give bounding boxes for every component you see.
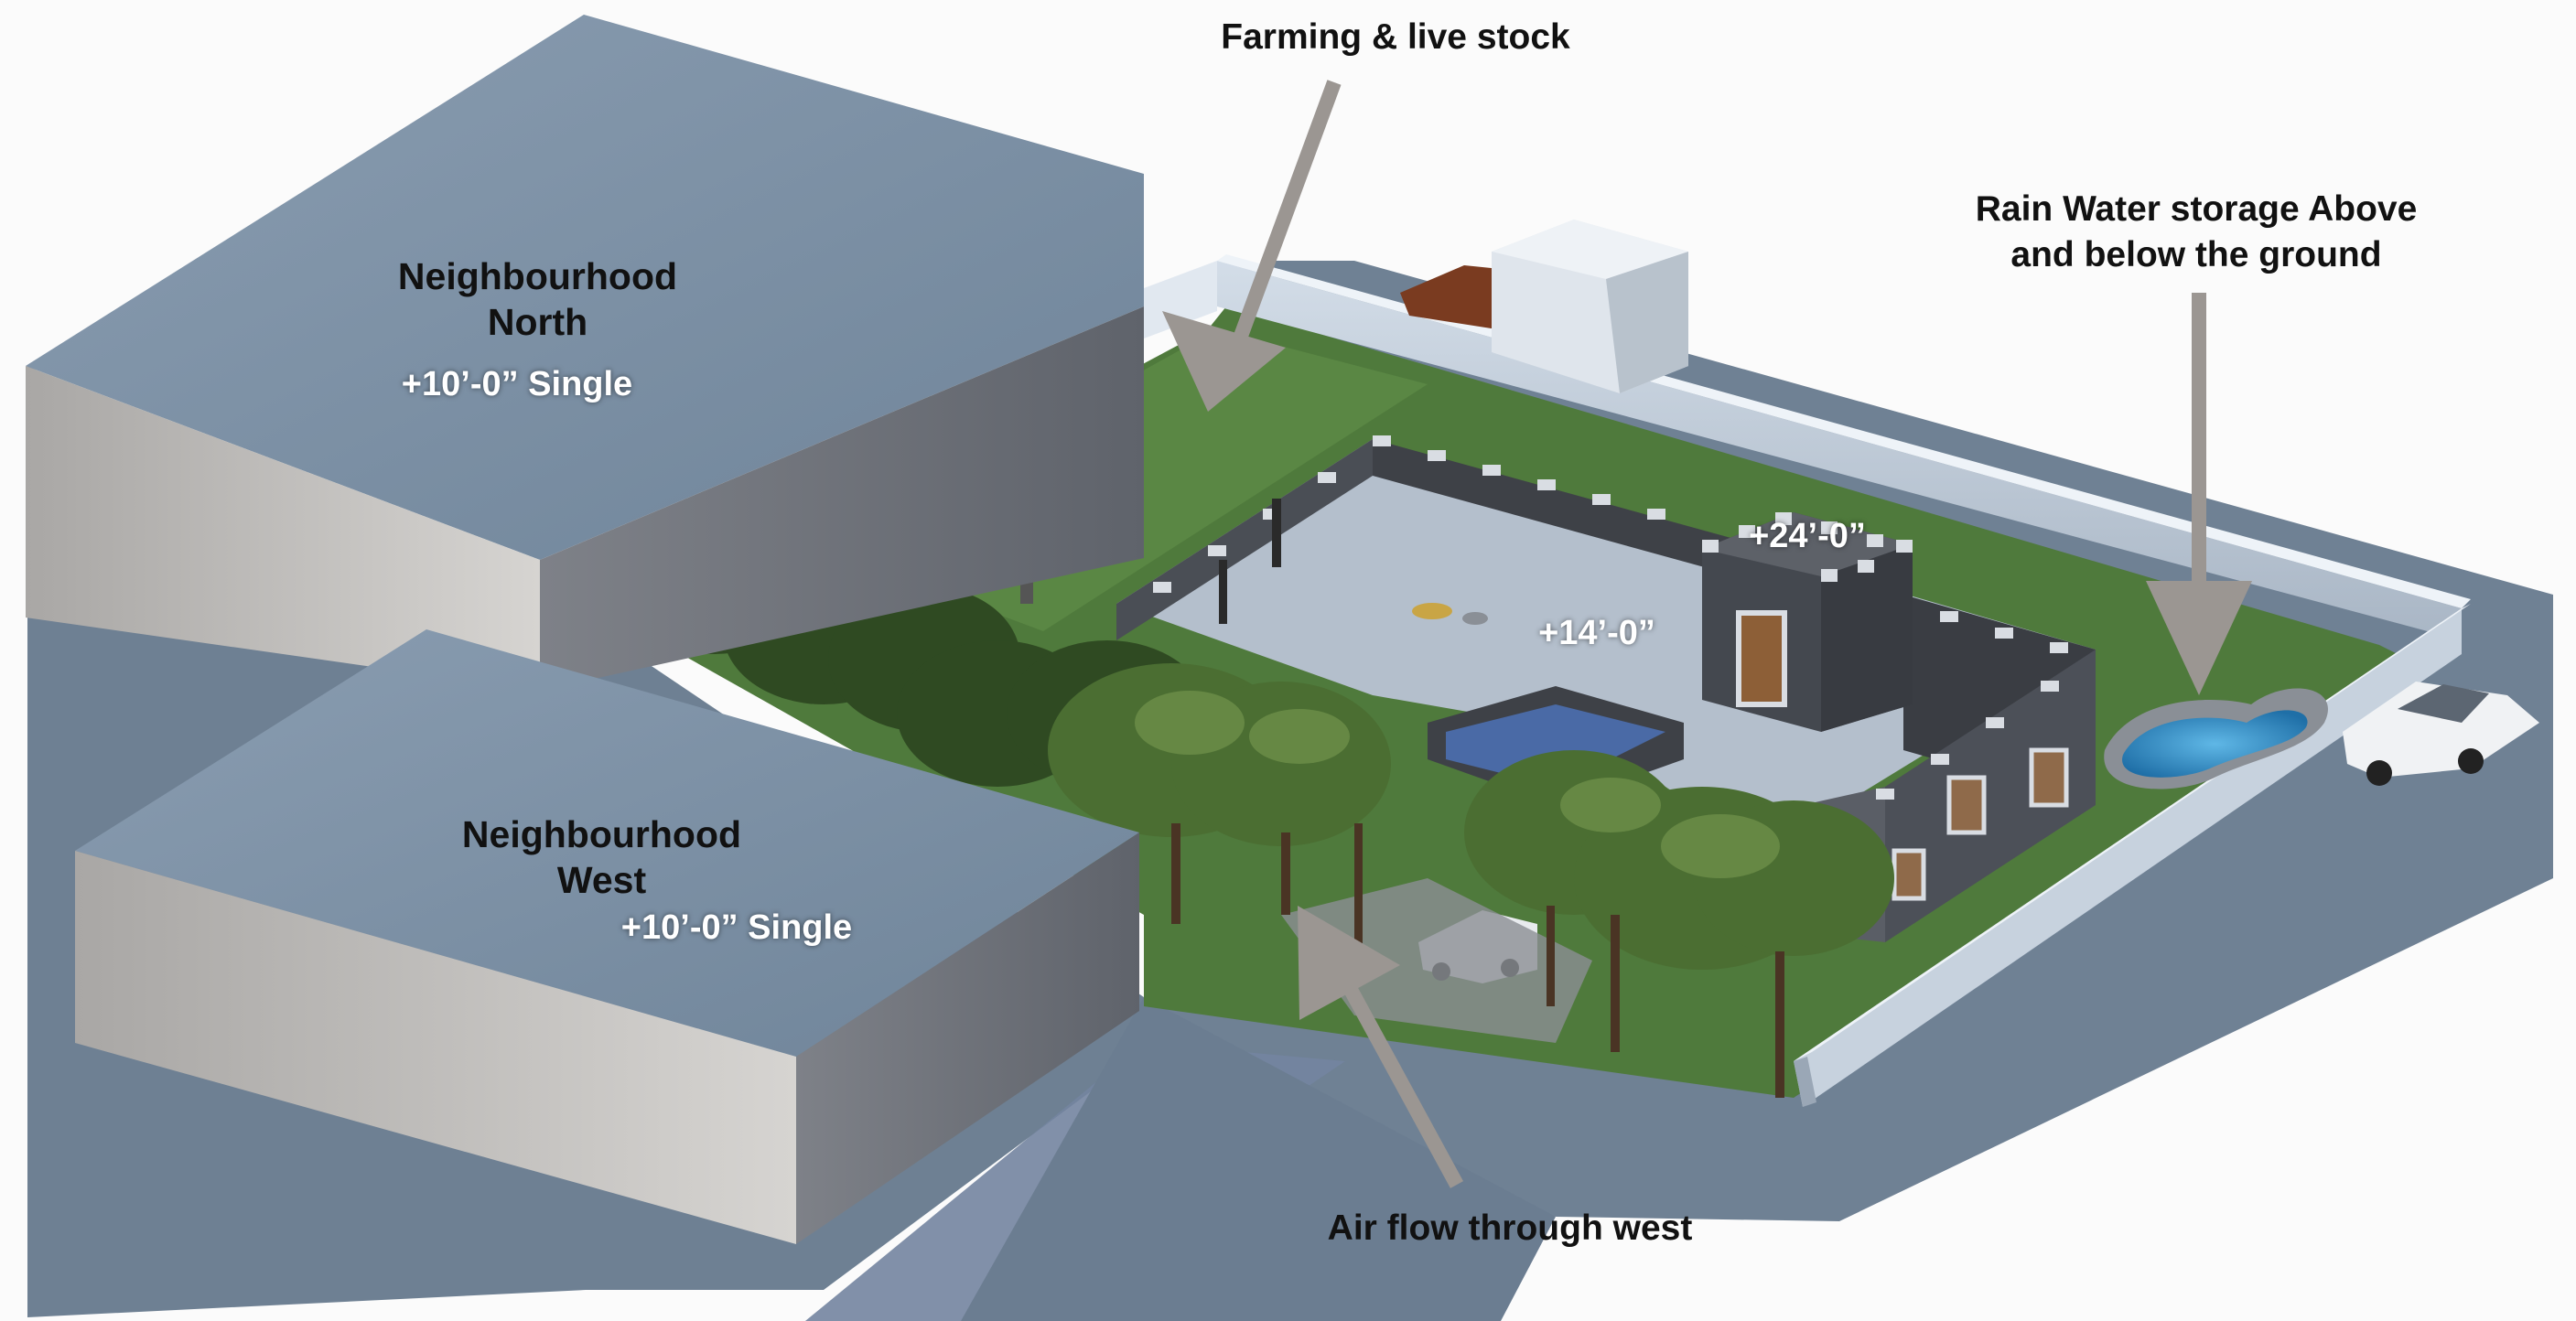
arrow-rainwater xyxy=(2146,293,2252,695)
west-building-height: +10’-0” Single xyxy=(620,908,853,947)
farming-annotation: Farming & live stock xyxy=(1221,17,1570,57)
courtyard-level-label: +14’-0” xyxy=(1538,614,1655,652)
tree-canopy xyxy=(613,517,1894,1098)
airflow-annotation: Air flow through west xyxy=(1327,1208,1693,1248)
truck xyxy=(1400,220,1688,393)
rainwater-line2: and below the ground xyxy=(2010,235,2382,274)
north-name-line1: Neighbourhood xyxy=(397,255,678,297)
west-name-line1: Neighbourhood xyxy=(461,813,742,855)
rainwater-line1: Rain Water storage Above xyxy=(1975,189,2418,229)
north-name-line2: North xyxy=(487,301,588,343)
rainwater-pool xyxy=(2104,688,2328,789)
north-building-name: Neighbourhood North xyxy=(366,253,709,345)
rainwater-annotation: Rain Water storage Above and below the g… xyxy=(1931,187,2462,278)
building-north xyxy=(26,15,1144,691)
tower-level-label: +24’-0” xyxy=(1749,517,1866,555)
arrow-farming xyxy=(1162,80,1342,412)
west-name-line2: West xyxy=(556,859,647,901)
arrow-airflow xyxy=(1298,906,1464,1188)
west-building-name: Neighbourhood West xyxy=(430,811,773,903)
building-west xyxy=(75,629,1139,1244)
car-right xyxy=(2343,682,2539,786)
north-building-height: +10’-0” Single xyxy=(401,365,633,403)
